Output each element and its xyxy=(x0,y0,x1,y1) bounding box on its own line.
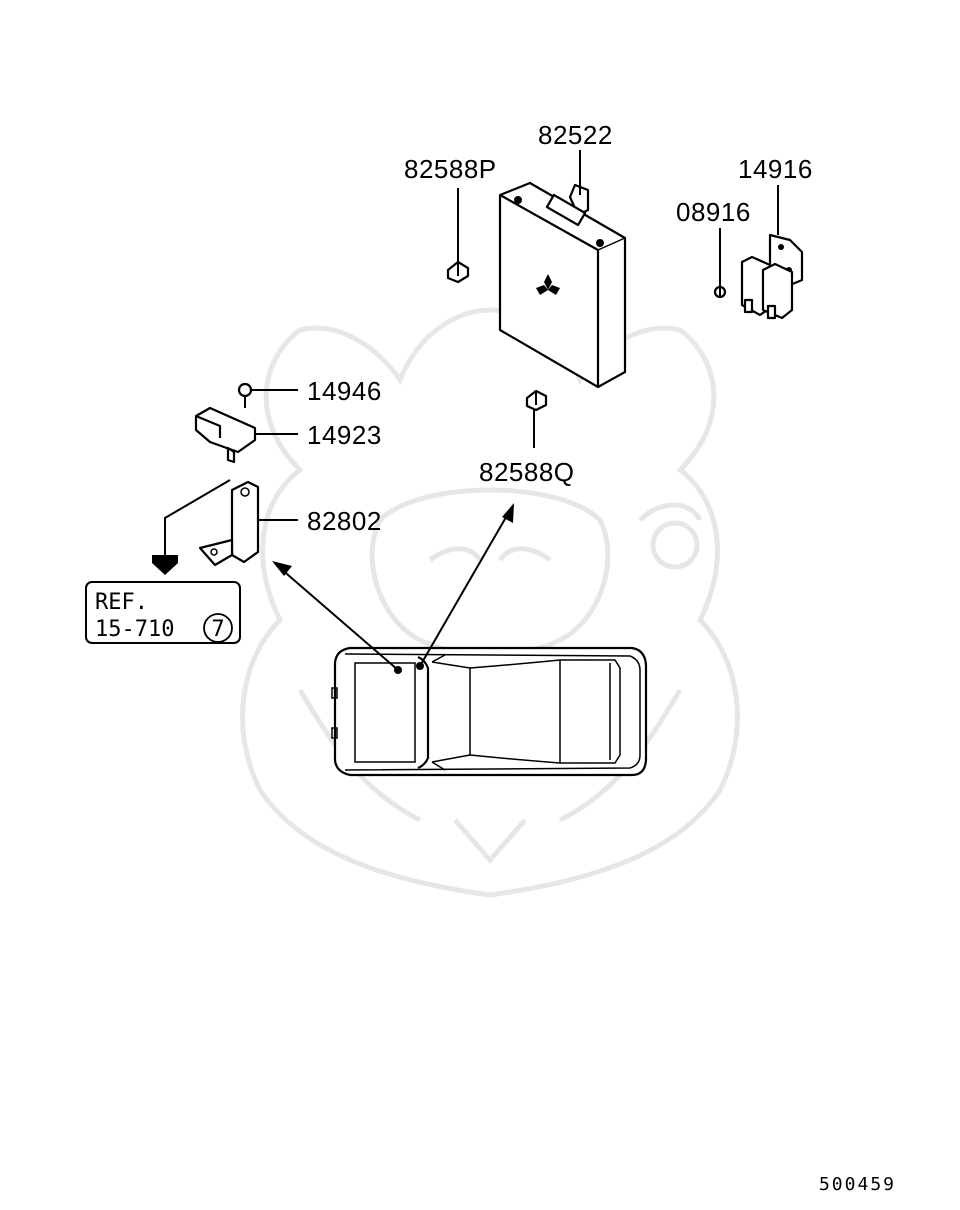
ref-leader xyxy=(164,479,231,555)
screw-82588q-icon[interactable] xyxy=(525,389,548,412)
ref-line1: REF. xyxy=(95,590,148,615)
ecu-module[interactable] xyxy=(498,181,627,389)
screw-08916-icon[interactable] xyxy=(713,285,727,299)
part-label-82588p[interactable]: 82588P xyxy=(404,154,497,184)
screw-82588p-icon[interactable] xyxy=(446,260,470,284)
vehicle-top-view xyxy=(331,646,648,777)
part-label-82588q[interactable]: 82588Q xyxy=(479,457,575,487)
ref-line2: 15-710 xyxy=(95,617,174,642)
ref-circled-number: 7 xyxy=(211,617,224,642)
bracket-82802[interactable] xyxy=(198,480,260,567)
arrow-to-bracket xyxy=(279,567,399,671)
arrow-head-ecu-icon xyxy=(502,503,514,523)
arrow-to-ecu xyxy=(419,511,510,667)
sensor-14923[interactable] xyxy=(194,406,257,464)
reference-box[interactable]: REF. 15-710 7 xyxy=(85,581,241,644)
bolt-14946-icon[interactable] xyxy=(237,382,253,408)
part-label-82802[interactable]: 82802 xyxy=(307,506,382,536)
arrow-head-bracket-icon xyxy=(272,561,292,576)
mitsubishi-logo-icon xyxy=(536,274,560,295)
part-label-14923[interactable]: 14923 xyxy=(307,420,382,450)
part-label-08916[interactable]: 08916 xyxy=(676,197,751,227)
part-label-82522[interactable]: 82522 xyxy=(538,120,613,150)
part-label-14946[interactable]: 14946 xyxy=(307,376,382,406)
down-arrow-icon xyxy=(152,555,178,575)
diagram-code: 500459 xyxy=(819,1174,896,1195)
part-label-14916[interactable]: 14916 xyxy=(738,154,813,184)
relay-14916[interactable] xyxy=(740,233,804,320)
